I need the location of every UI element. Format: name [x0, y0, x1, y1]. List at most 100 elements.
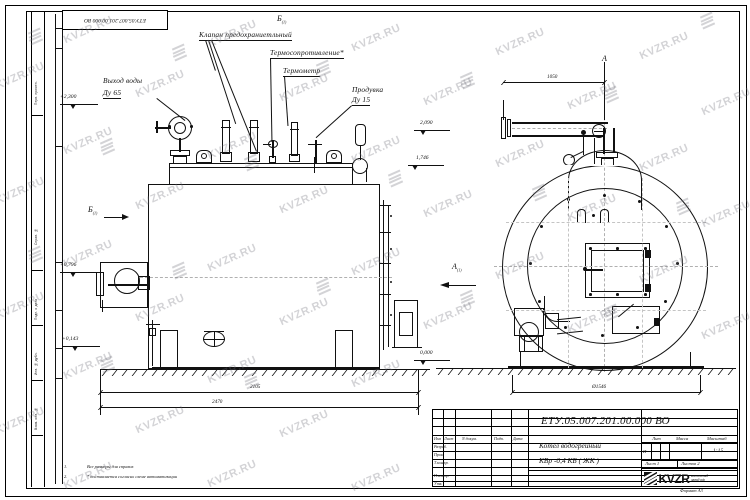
bolt-4	[665, 225, 668, 228]
elev-2300-tie	[62, 104, 63, 105]
tb-header-izm: Изм	[434, 436, 441, 441]
level-rail-left	[55, 14, 56, 484]
lug-right	[600, 209, 609, 223]
water-outlet-bolt-1	[190, 125, 193, 128]
top-pipe-centerline	[512, 128, 607, 129]
lug-left	[577, 209, 586, 223]
thermoresistance-probe-base	[269, 156, 276, 163]
safety-valve-2-base	[248, 152, 260, 162]
burner-connector	[138, 276, 150, 290]
tb-value-sheets: Листов 2	[681, 461, 700, 466]
bolt-5	[676, 262, 679, 265]
callout-safety-valve: Клапан предохраниетльный	[199, 30, 292, 41]
tb-label-mass: Масса	[676, 436, 689, 441]
pressure-gauge	[592, 124, 606, 138]
callout-water-out-line2: Ду 65	[103, 88, 122, 99]
level-rail-tick-e	[55, 310, 63, 311]
lower-left-valve-handle	[146, 324, 160, 326]
tb-hline-2	[433, 426, 737, 427]
loop-pipe-coil	[352, 158, 368, 174]
boiler-support-right	[335, 330, 353, 369]
thermoresistance-probe-stem	[272, 140, 274, 158]
right-view-burner-bend	[544, 296, 570, 322]
drawing-number-top-left: ЕТУ.05.007.201.00.000 ВО	[84, 17, 146, 23]
margin-label-podp-data: Подп. и дата	[34, 298, 38, 320]
top-pipe-lower	[512, 135, 604, 137]
dim-2105-line	[100, 392, 418, 393]
water-outlet-downpipe	[179, 138, 181, 152]
note-2-number: 2.	[64, 474, 68, 479]
boiler-rail-bolt-3	[390, 281, 393, 284]
tb-hline-product-bottom	[528, 470, 737, 471]
note-2-text: * поставляется согласно схеме автоматиза…	[87, 474, 178, 479]
section-mark-b-left: Б(1)	[88, 205, 98, 216]
elev-1746-label: 1,746	[416, 155, 429, 161]
elev-0143-label: +0,143	[62, 336, 79, 342]
water-outlet-neck	[173, 156, 187, 164]
tb-vline-4	[511, 410, 512, 486]
blowdown-valve-stem	[315, 140, 317, 164]
boiler-rail-rung-2	[379, 232, 391, 234]
margin-divider-2	[31, 270, 43, 271]
elev-2090-label: 2,090	[420, 120, 433, 126]
elbow-vertical-2	[613, 128, 615, 152]
thermoresistance-probe-arm	[263, 144, 271, 146]
tb-vline-sheet-sep	[677, 460, 678, 468]
level-rail-tick-g	[55, 378, 63, 379]
tb-row-prov: Пров.	[434, 452, 444, 457]
tb-header-ndokum: N докум.	[462, 436, 477, 441]
section-mark-a-mid: А(1)	[452, 262, 462, 273]
boiler-rail-rung-3	[379, 263, 391, 265]
expansion-vessel-pipe	[360, 146, 362, 160]
elev-2090-arrow	[420, 130, 426, 135]
blowdown-valve-downpipe	[314, 157, 316, 173]
section-mark-b-top: Б(1)	[277, 14, 287, 25]
safety-valve-2-stack	[250, 120, 258, 154]
boiler-rail-bolt-2	[390, 248, 393, 251]
safety-valve-1-stack	[222, 120, 230, 154]
blowdown-valve-handle	[308, 144, 322, 146]
safety-valve-2-seam	[249, 127, 259, 128]
water-outlet-valve-inner	[174, 122, 186, 134]
tb-hline-lit	[641, 442, 737, 443]
margin-label-vzam: Взам. инв. №	[34, 407, 38, 430]
door-latch-pin	[583, 267, 587, 271]
company-sub-line2: завод рф	[691, 477, 705, 482]
level-rail-tick-f	[55, 348, 63, 349]
margin-label-sprav: Справ. №	[34, 228, 38, 245]
tb-hline-6	[433, 459, 737, 460]
tb-value-sheet: Лист 1	[645, 461, 660, 466]
tb-label-scale: Масштаб	[707, 436, 727, 441]
boiler-manhole-centerline-v	[214, 331, 215, 347]
tb-vline-5	[528, 410, 529, 486]
right-view-burner-fan	[519, 322, 539, 342]
company-sub-line1: котельный	[691, 473, 709, 478]
tb-hline-number	[528, 435, 737, 436]
company-logo: KVZR котельный завод рф	[644, 472, 708, 485]
margin-divider-3	[31, 325, 43, 326]
tb-vline-lit-1	[651, 442, 652, 460]
bolt-10	[538, 300, 541, 303]
thermometer-body	[291, 122, 298, 156]
ground-line-left-view	[100, 369, 430, 376]
margin-divider-5	[31, 435, 43, 436]
loop-valve-knob	[581, 130, 586, 135]
product-name-line1: Котел водогрейный	[539, 441, 601, 450]
elbow-vertical	[603, 128, 605, 154]
pressure-gauge-needle	[594, 131, 604, 132]
tb-vline-lit-2	[660, 442, 661, 460]
burner-curve	[114, 268, 140, 294]
tb-hline-4	[433, 443, 737, 444]
top-pipe-upper	[512, 122, 608, 124]
elev-0796-bar	[60, 272, 98, 273]
door-hinge-bottom	[645, 284, 651, 292]
bolt-8	[601, 334, 604, 337]
lifting-lug-2	[326, 150, 342, 163]
drawing-number-top-left-box: ЕТУ.05.007.201.00.000 ВО	[62, 10, 168, 30]
tb-value-scale: 1:15	[713, 448, 724, 454]
drawing-number: ЕТУ.05.007.201.00.000 ВО	[541, 415, 670, 427]
door-bolt-bc	[616, 293, 619, 296]
right-view-centerline-horizontal	[494, 266, 718, 267]
burner-flange-left	[96, 272, 104, 296]
